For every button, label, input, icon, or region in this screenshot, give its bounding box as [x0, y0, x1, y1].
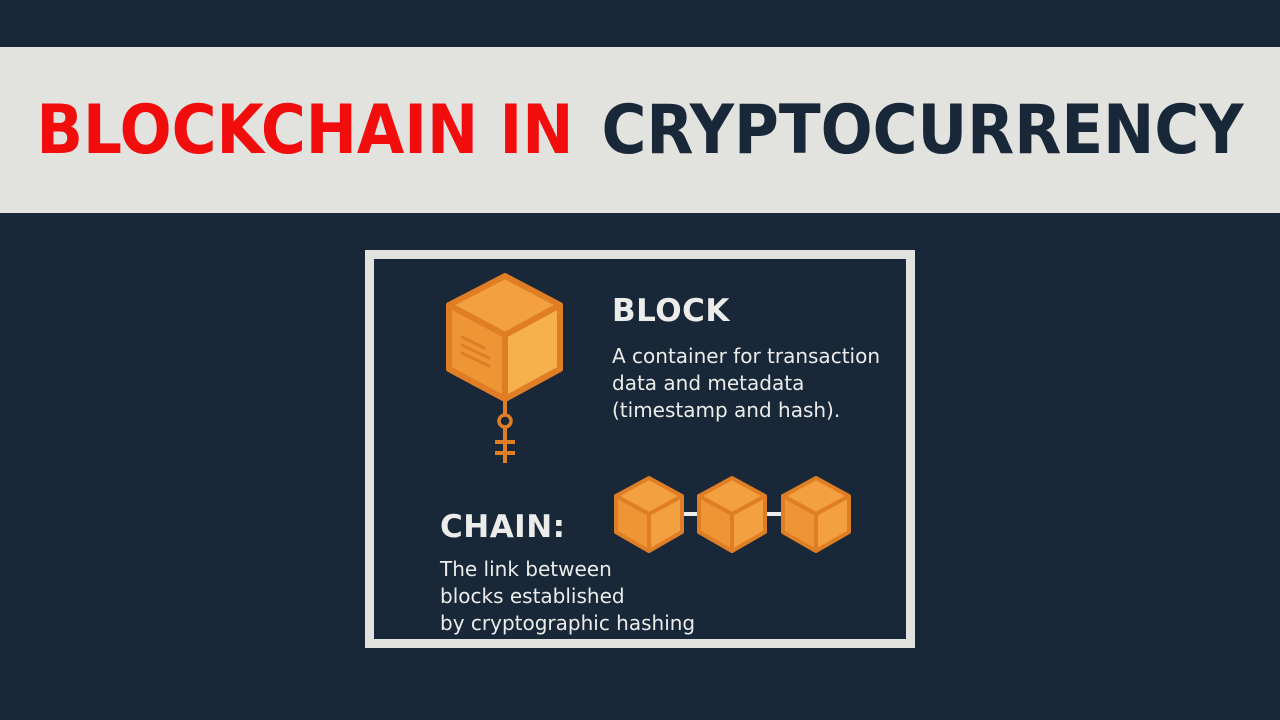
title-banner: BLOCKCHAIN IN CRYPTOCURRENCY [0, 47, 1280, 213]
chain-description: The link between blocks established by c… [440, 556, 710, 637]
block-heading: BLOCK [612, 293, 730, 329]
block-description-line: data and metadata [612, 371, 805, 395]
linked-cubes-icon [614, 476, 851, 553]
chain-description-line: by cryptographic hashing [440, 611, 696, 635]
chain-heading: CHAIN: [440, 509, 566, 545]
chain-description-line: blocks established [440, 584, 625, 608]
hash-pendant-icon [495, 399, 515, 463]
card-illustration [446, 273, 851, 553]
title-dark-part: CRYPTOCURRENCY [601, 90, 1244, 170]
cube-block-icon [446, 273, 563, 402]
chain-cube-2 [697, 476, 767, 553]
block-description-line: A container for transaction [612, 344, 880, 368]
info-card: BLOCK A container for transaction data a… [365, 250, 915, 648]
block-description: A container for transaction data and met… [612, 343, 892, 424]
chain-cube-3 [781, 476, 851, 553]
chain-cube-1 [614, 476, 684, 553]
chain-description-line: The link between [440, 557, 612, 581]
block-description-line: (timestamp and hash). [612, 398, 841, 422]
title-red-part: BLOCKCHAIN IN [36, 90, 574, 170]
page-title: BLOCKCHAIN IN CRYPTOCURRENCY [0, 47, 1280, 213]
